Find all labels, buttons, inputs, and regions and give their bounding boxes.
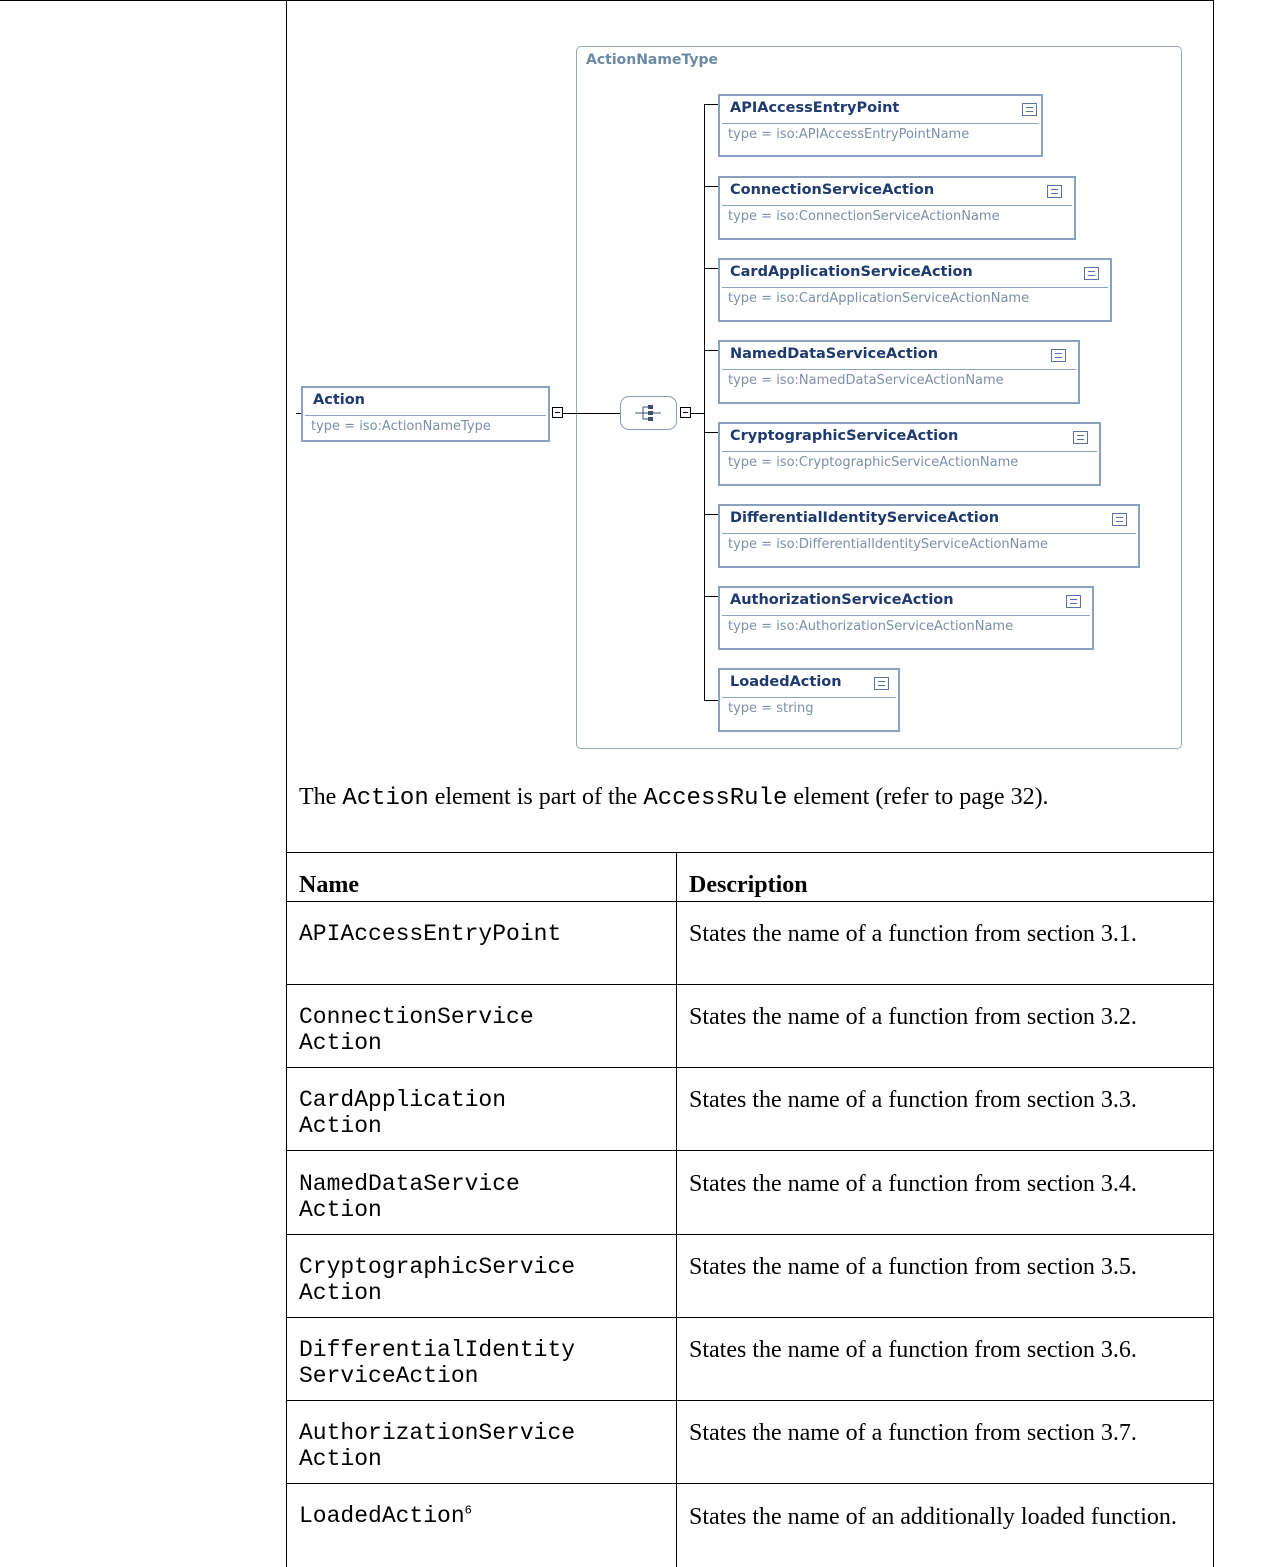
text-content-icon	[1112, 513, 1127, 526]
root-element-name: Action	[313, 392, 366, 408]
caption-code-action: Action	[342, 785, 429, 812]
text-content-icon	[1047, 185, 1062, 198]
child-element-name-6: DifferentialIdentityServiceAction	[730, 510, 1000, 526]
child-element-name-8: LoadedAction	[730, 674, 842, 690]
row-name: NamedDataService Action	[299, 1171, 520, 1223]
row-description: States the name of an additionally loade…	[689, 1504, 1177, 1530]
child-element-type-4: type = iso:NamedDataServiceActionName	[728, 373, 1004, 388]
branch-line-4	[704, 350, 719, 351]
child-element-box-5: CryptographicServiceAction type = iso:Cr…	[718, 422, 1101, 486]
row-name: AuthorizationService Action	[299, 1420, 576, 1472]
caption-text: element is part of the	[428, 784, 644, 810]
sequence-collapse-toggle[interactable]	[680, 407, 691, 418]
row-name: CardApplication Action	[299, 1087, 507, 1139]
child-element-type-7: type = iso:AuthorizationServiceActionNam…	[728, 619, 1014, 634]
child-element-box-6: DifferentialIdentityServiceAction type =…	[718, 504, 1140, 568]
root-element-type: type = iso:ActionNameType	[311, 419, 491, 434]
row-name: LoadedAction6	[299, 1503, 472, 1529]
top-border	[0, 0, 1214, 1]
row-name-text: LoadedAction	[299, 1503, 465, 1529]
root-lead-line	[296, 413, 302, 414]
type-group-label: ActionNameType	[586, 52, 718, 68]
child-element-name-3: CardApplicationServiceAction	[730, 264, 973, 280]
branch-line-7	[704, 596, 719, 597]
row-name: APIAccessEntryPoint	[299, 921, 562, 947]
row-description: States the name of a function from secti…	[689, 1004, 1137, 1030]
row-border-7	[286, 1483, 1214, 1484]
table-header-name: Name	[299, 872, 359, 898]
child-element-type-5: type = iso:CryptographicServiceActionNam…	[728, 455, 1019, 470]
branch-line-1	[704, 104, 719, 105]
row-border-4	[286, 1234, 1214, 1235]
branch-line-6	[704, 514, 719, 515]
child-element-box-4: NamedDataServiceAction type = iso:NamedD…	[718, 340, 1080, 404]
root-to-sequence-line	[563, 413, 620, 414]
row-border-6	[286, 1400, 1214, 1401]
right-border	[1213, 0, 1214, 1567]
caption-code-accessrule: AccessRule	[643, 785, 788, 812]
child-element-box-1: APIAccessEntryPoint type = iso:APIAccess…	[718, 94, 1043, 157]
root-collapse-toggle[interactable]	[552, 407, 563, 418]
text-content-icon	[1066, 595, 1081, 608]
row-description: States the name of a function from secti…	[689, 1337, 1137, 1363]
children-trunk	[704, 104, 705, 701]
caption-text: The	[299, 784, 343, 810]
row-description: States the name of a function from secti…	[689, 1171, 1137, 1197]
row-name: DifferentialIdentity ServiceAction	[299, 1337, 576, 1389]
row-description: States the name of a function from secti…	[689, 1087, 1137, 1113]
child-element-name-2: ConnectionServiceAction	[730, 182, 935, 198]
table-header-description: Description	[689, 872, 808, 898]
child-element-name-7: AuthorizationServiceAction	[730, 592, 954, 608]
branch-line-5	[704, 432, 719, 433]
child-element-name-5: CryptographicServiceAction	[730, 428, 959, 444]
child-element-name-4: NamedDataServiceAction	[730, 346, 939, 362]
footnote-marker[interactable]: 6	[464, 1503, 472, 1518]
row-border-1	[286, 984, 1214, 985]
child-element-type-1: type = iso:APIAccessEntryPointName	[728, 127, 970, 142]
text-content-icon	[1073, 431, 1088, 444]
sequence-icon	[635, 405, 661, 421]
column-divider-left	[286, 0, 287, 1567]
root-element-box: Action type = iso:ActionNameType	[301, 386, 550, 442]
sequence-compositor	[620, 396, 677, 430]
child-element-name-1: APIAccessEntryPoint	[730, 100, 900, 116]
text-content-icon	[1051, 349, 1066, 362]
child-element-type-6: type = iso:DifferentialIdentityServiceAc…	[728, 537, 1049, 552]
header-bottom-border	[286, 901, 1214, 902]
row-border-2	[286, 1067, 1214, 1068]
text-content-icon	[1084, 267, 1099, 280]
sequence-to-trunk-line	[691, 413, 705, 414]
branch-line-2	[704, 186, 719, 187]
child-element-box-8: LoadedAction type = string	[718, 668, 900, 732]
row-description: States the name of a function from secti…	[689, 1254, 1137, 1280]
row-border-3	[286, 1150, 1214, 1151]
schema-diagram: ActionNameType Action type = iso:ActionN…	[0, 0, 1275, 760]
caption-text: element (refer to page 32).	[787, 784, 1049, 810]
branch-line-8	[704, 700, 719, 701]
child-element-box-2: ConnectionServiceAction type = iso:Conne…	[718, 176, 1076, 240]
text-content-icon	[1022, 103, 1037, 116]
child-element-box-7: AuthorizationServiceAction type = iso:Au…	[718, 586, 1094, 650]
child-element-type-3: type = iso:CardApplicationServiceActionN…	[728, 291, 1030, 306]
table-top-border	[286, 852, 1214, 853]
row-description: States the name of a function from secti…	[689, 1420, 1137, 1446]
column-divider-table	[676, 852, 677, 1567]
child-element-type-8: type = string	[728, 701, 814, 716]
row-name: CryptographicService Action	[299, 1254, 576, 1306]
row-description: States the name of a function from secti…	[689, 921, 1137, 947]
child-element-type-2: type = iso:ConnectionServiceActionName	[728, 209, 1000, 224]
branch-line-3	[704, 268, 719, 269]
row-name: ConnectionService Action	[299, 1004, 534, 1056]
type-group-frame	[576, 46, 1182, 749]
text-content-icon	[874, 677, 889, 690]
row-border-5	[286, 1317, 1214, 1318]
diagram-caption: The Action element is part of the Access…	[299, 783, 1179, 813]
child-element-box-3: CardApplicationServiceAction type = iso:…	[718, 258, 1112, 322]
